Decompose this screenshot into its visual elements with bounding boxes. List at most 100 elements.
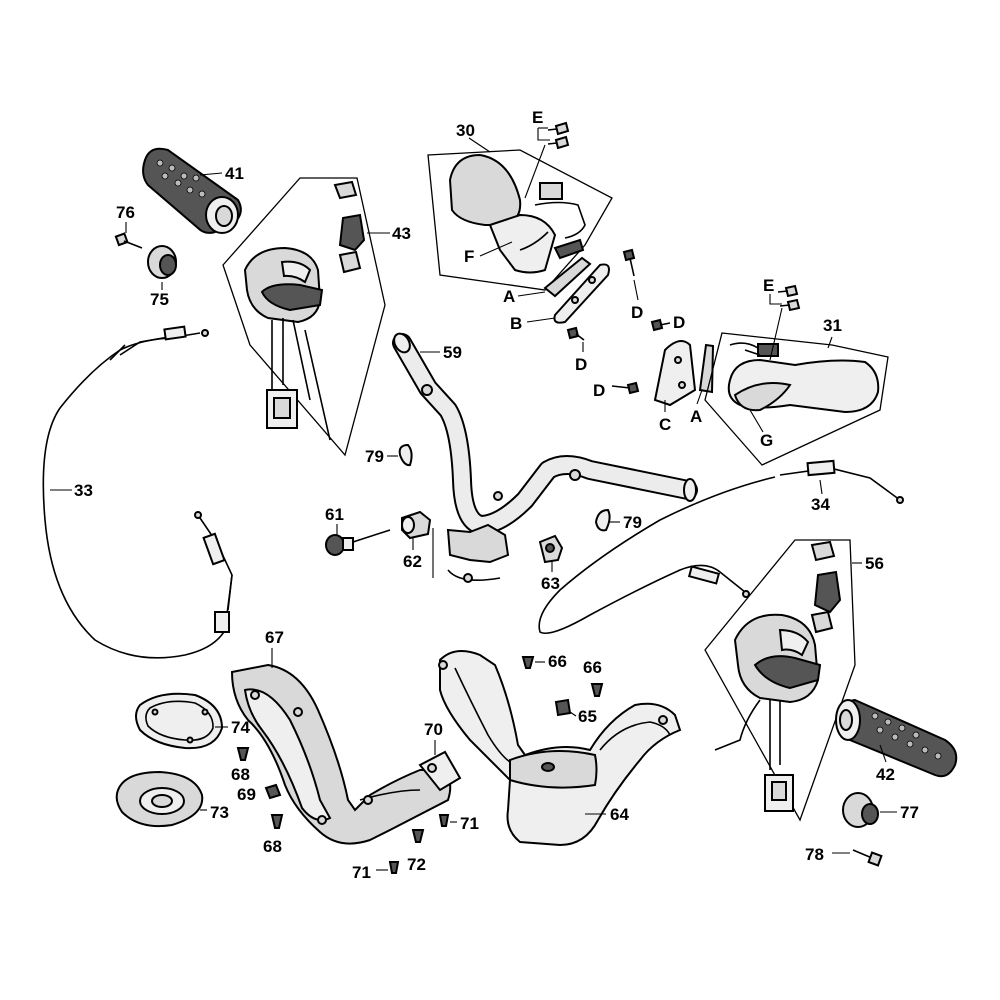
label-69: 69 <box>237 785 256 804</box>
label-33: 33 <box>74 481 93 500</box>
label-68-lower: 68 <box>263 837 282 856</box>
part-63-nut[interactable] <box>538 534 564 564</box>
part-43-left-switch[interactable] <box>243 180 366 441</box>
screw-D-1[interactable] <box>622 248 636 277</box>
label-D-4: D <box>593 381 605 400</box>
part-76-bolt[interactable] <box>114 232 143 249</box>
leader-30 <box>468 137 491 153</box>
leader-34 <box>819 479 823 495</box>
label-64: 64 <box>610 805 629 824</box>
leader-E-right <box>769 294 782 305</box>
label-68-upper: 68 <box>231 765 250 784</box>
part-A-clamp-right[interactable] <box>698 343 715 394</box>
part-66-screw-left[interactable] <box>521 656 535 669</box>
part-42-right-grip[interactable] <box>835 698 958 778</box>
screw-e-right-2[interactable] <box>779 298 801 312</box>
leader-E-upper-3 <box>524 144 546 199</box>
leader-65 <box>569 711 577 717</box>
part-34-throttle-cable[interactable] <box>538 459 904 634</box>
part-66-screw-right[interactable] <box>590 683 604 697</box>
part-C-clamp-right[interactable] <box>653 340 697 407</box>
part-68-screw-lower[interactable] <box>270 814 284 829</box>
label-D-2: D <box>673 313 685 332</box>
leader-A-right <box>696 389 703 405</box>
part-75-bar-end-weight[interactable] <box>147 245 177 279</box>
label-79-left: 79 <box>365 447 384 466</box>
part-70-bracket[interactable] <box>418 750 462 792</box>
part-64-front-cover[interactable] <box>438 650 682 847</box>
label-73: 73 <box>210 803 229 822</box>
label-78: 78 <box>805 845 824 864</box>
label-43: 43 <box>392 224 411 243</box>
part-72-screw[interactable] <box>411 829 425 843</box>
part-A-clamp-left[interactable] <box>543 256 592 298</box>
part-67-rear-cover[interactable] <box>230 663 452 845</box>
label-74: 74 <box>231 718 250 737</box>
label-61: 61 <box>325 505 344 524</box>
label-66-left: 66 <box>548 652 567 671</box>
part-41-left-grip[interactable] <box>142 147 242 234</box>
part-71-screw-right[interactable] <box>438 814 450 827</box>
part-79-clip-right[interactable] <box>594 508 611 532</box>
label-B: B <box>510 314 522 333</box>
part-73-cover[interactable] <box>115 770 204 828</box>
part-61-bolt[interactable] <box>325 529 391 556</box>
label-72: 72 <box>407 855 426 874</box>
label-70: 70 <box>424 720 443 739</box>
part-74-gasket[interactable] <box>135 692 224 750</box>
screw-D-4[interactable] <box>611 381 640 395</box>
leader-31 <box>827 336 833 349</box>
label-30: 30 <box>456 121 475 140</box>
part-43-boundary <box>222 177 386 457</box>
label-D-3: D <box>575 355 587 374</box>
screw-e-upper[interactable] <box>547 121 570 136</box>
part-56-right-switch[interactable] <box>714 540 842 812</box>
part-59-handlebar[interactable] <box>391 331 698 583</box>
part-69-nut[interactable] <box>264 783 282 800</box>
label-63: 63 <box>541 574 560 593</box>
label-59: 59 <box>443 343 462 362</box>
part-79-clip-left[interactable] <box>398 443 413 467</box>
leader-41 <box>199 172 223 176</box>
label-71-right: 71 <box>460 814 479 833</box>
part-65-nut[interactable] <box>554 698 572 717</box>
screw-e-lower[interactable] <box>547 135 570 150</box>
screw-D-2[interactable] <box>650 318 671 332</box>
leader-E-right-2 <box>769 307 783 361</box>
label-41: 41 <box>225 164 244 183</box>
part-71-screw-left[interactable] <box>388 861 400 874</box>
leader-42 <box>879 744 887 763</box>
leader-F <box>479 241 513 257</box>
label-65: 65 <box>578 707 597 726</box>
label-F: F <box>464 247 474 266</box>
part-33-brake-cable[interactable] <box>42 325 233 659</box>
leader-B <box>526 317 556 323</box>
screw-e-right-1[interactable] <box>777 284 799 298</box>
leader-E-upper <box>537 128 550 141</box>
label-62: 62 <box>403 552 422 571</box>
label-A-left: A <box>503 287 515 306</box>
label-34: 34 <box>811 495 830 514</box>
part-B-clamp-left[interactable] <box>553 263 610 324</box>
label-31: 31 <box>823 316 842 335</box>
label-77: 77 <box>900 803 919 822</box>
label-D-1: D <box>631 303 643 322</box>
part-30-left-lever-holder[interactable] <box>448 153 586 274</box>
label-79-right: 79 <box>623 513 642 532</box>
part-31-right-lever-holder[interactable] <box>727 342 880 414</box>
part-68-screw-upper[interactable] <box>236 747 250 761</box>
part-77-bar-end-weight[interactable] <box>842 792 879 828</box>
label-42: 42 <box>876 765 895 784</box>
label-E-upper: E <box>532 108 543 127</box>
part-62-bushing[interactable] <box>401 510 432 540</box>
part-78-bolt[interactable] <box>852 849 883 867</box>
part-30-boundary <box>427 149 613 291</box>
label-66-right: 66 <box>583 658 602 677</box>
screw-D-3[interactable] <box>566 326 585 341</box>
leader-D-1 <box>633 279 639 301</box>
label-56: 56 <box>865 554 884 573</box>
label-A-right: A <box>690 407 702 426</box>
leader-G <box>749 409 764 433</box>
label-75: 75 <box>150 290 169 309</box>
